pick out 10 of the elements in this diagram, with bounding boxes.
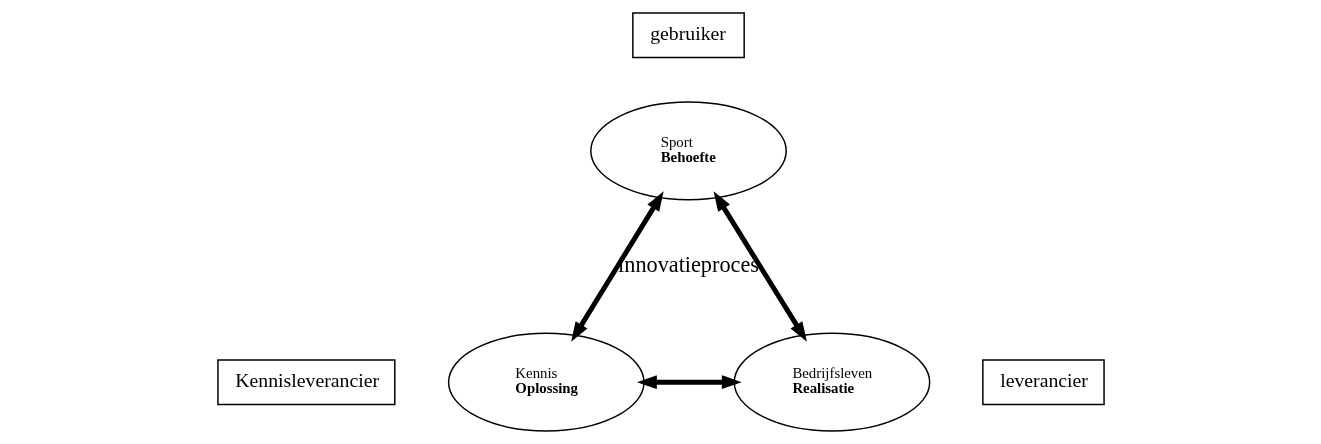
node-box: gebruiker [631, 12, 745, 59]
node-ellipse: Sport Behoefte [589, 101, 787, 201]
node-box: Kennisleverancier [216, 359, 396, 406]
arrow [636, 375, 742, 390]
arrow [713, 191, 807, 342]
node-ellipse: Bedrijfsleven Realisatie [733, 332, 930, 432]
node-box: leverancier [981, 359, 1105, 406]
label: innovatieproces [617, 251, 759, 277]
arrow [570, 191, 664, 342]
node-ellipse: Kennis Oplossing [447, 332, 645, 432]
